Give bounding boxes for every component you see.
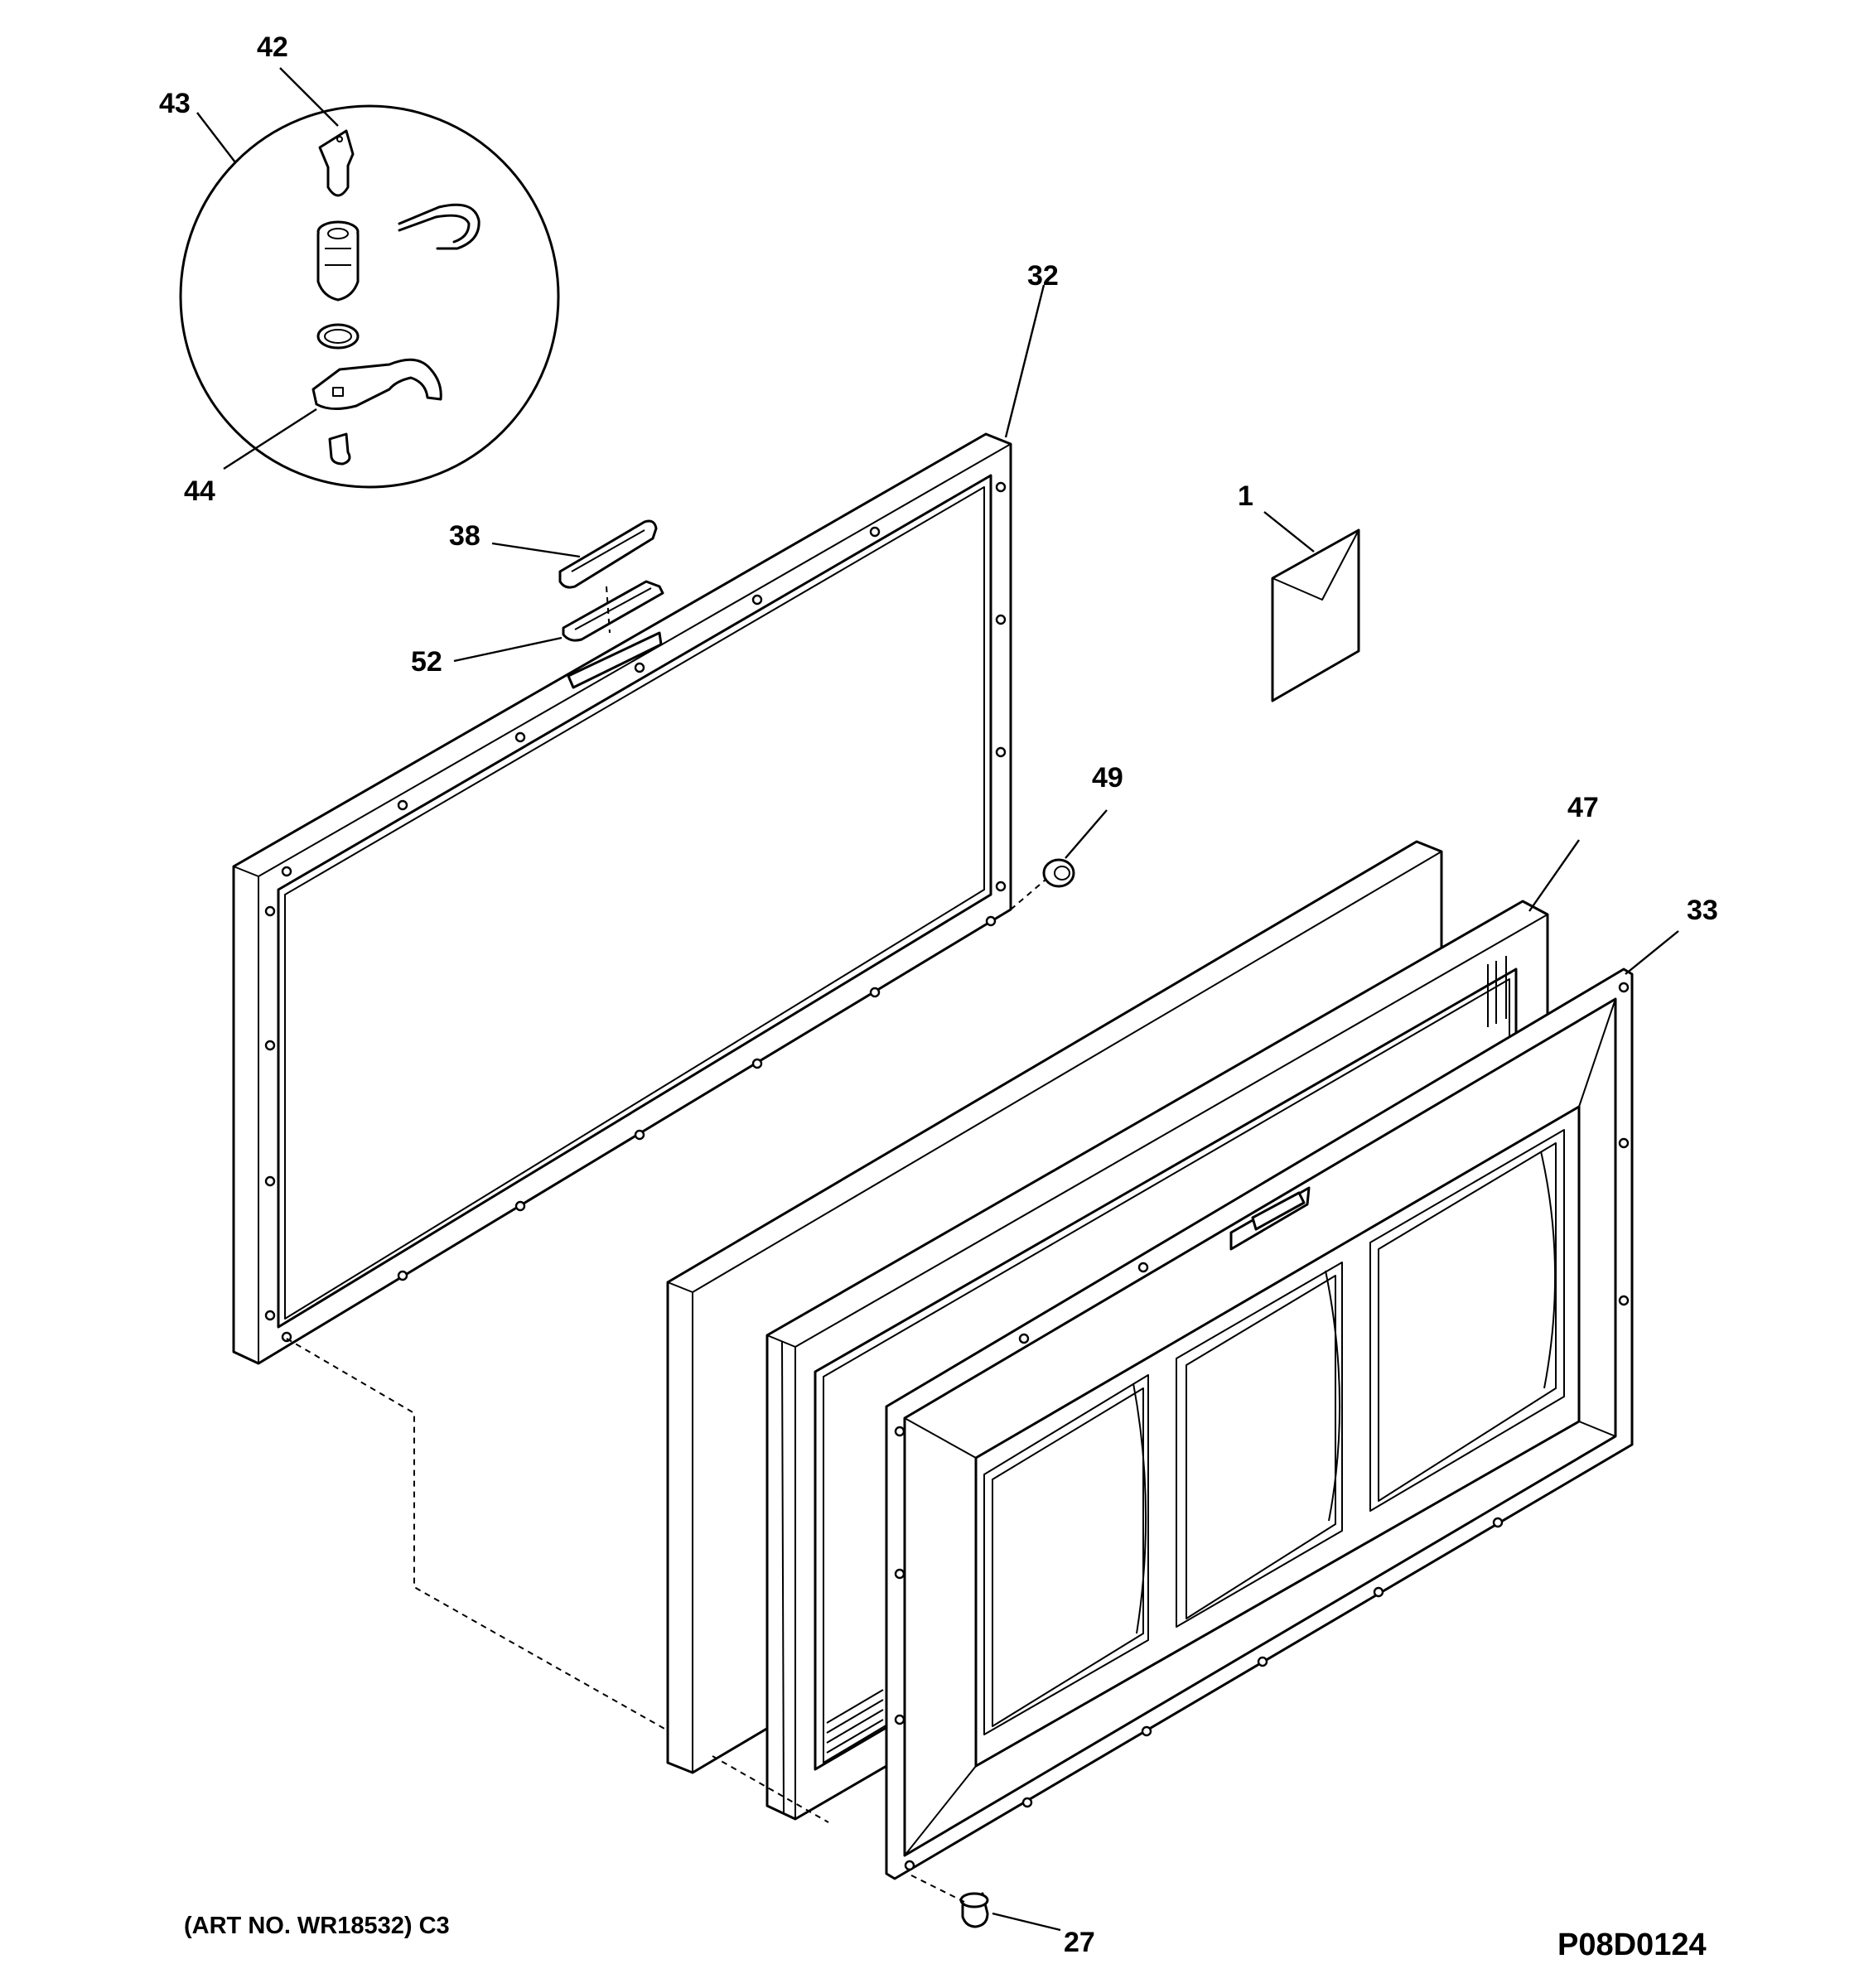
callout-32: 32	[1027, 260, 1059, 292]
figure-code-label: P08D0124	[1557, 1928, 1707, 1962]
callout-33: 33	[1687, 895, 1718, 926]
callout-38: 38	[449, 520, 480, 552]
retaining-clip-part	[398, 203, 480, 250]
callout-47: 47	[1567, 792, 1599, 823]
art-number-label: (ART NO. WR18532) C3	[184, 1913, 450, 1939]
o-ring-part	[316, 323, 360, 350]
literature-envelope-part	[1271, 528, 1360, 702]
lid-liner-frame	[232, 432, 1012, 1365]
callout-52: 52	[411, 646, 442, 678]
leader-lines	[196, 67, 1679, 1932]
frame-screw-holes	[264, 481, 1007, 1343]
callout-1: 1	[1238, 480, 1253, 512]
callout-labels: 42 43 44 32 38 52 1 49 47 33 27	[159, 31, 1718, 1958]
liner-screw-holes	[894, 982, 1630, 1871]
door-liner-part	[885, 967, 1634, 1880]
lock-assembly-inset	[179, 104, 560, 489]
callout-27: 27	[1064, 1927, 1095, 1958]
lock-cylinder-part	[316, 220, 360, 302]
lid-handle-part	[558, 519, 658, 589]
callout-44: 44	[184, 475, 215, 507]
liner-screw-part	[959, 1892, 989, 1928]
callout-49: 49	[1092, 762, 1123, 794]
key-part	[318, 129, 355, 197]
callout-42: 42	[257, 31, 288, 63]
callout-43: 43	[159, 88, 191, 119]
lock-cam-part	[311, 358, 442, 410]
bumper-part	[1042, 858, 1075, 888]
screw-part	[328, 432, 351, 466]
